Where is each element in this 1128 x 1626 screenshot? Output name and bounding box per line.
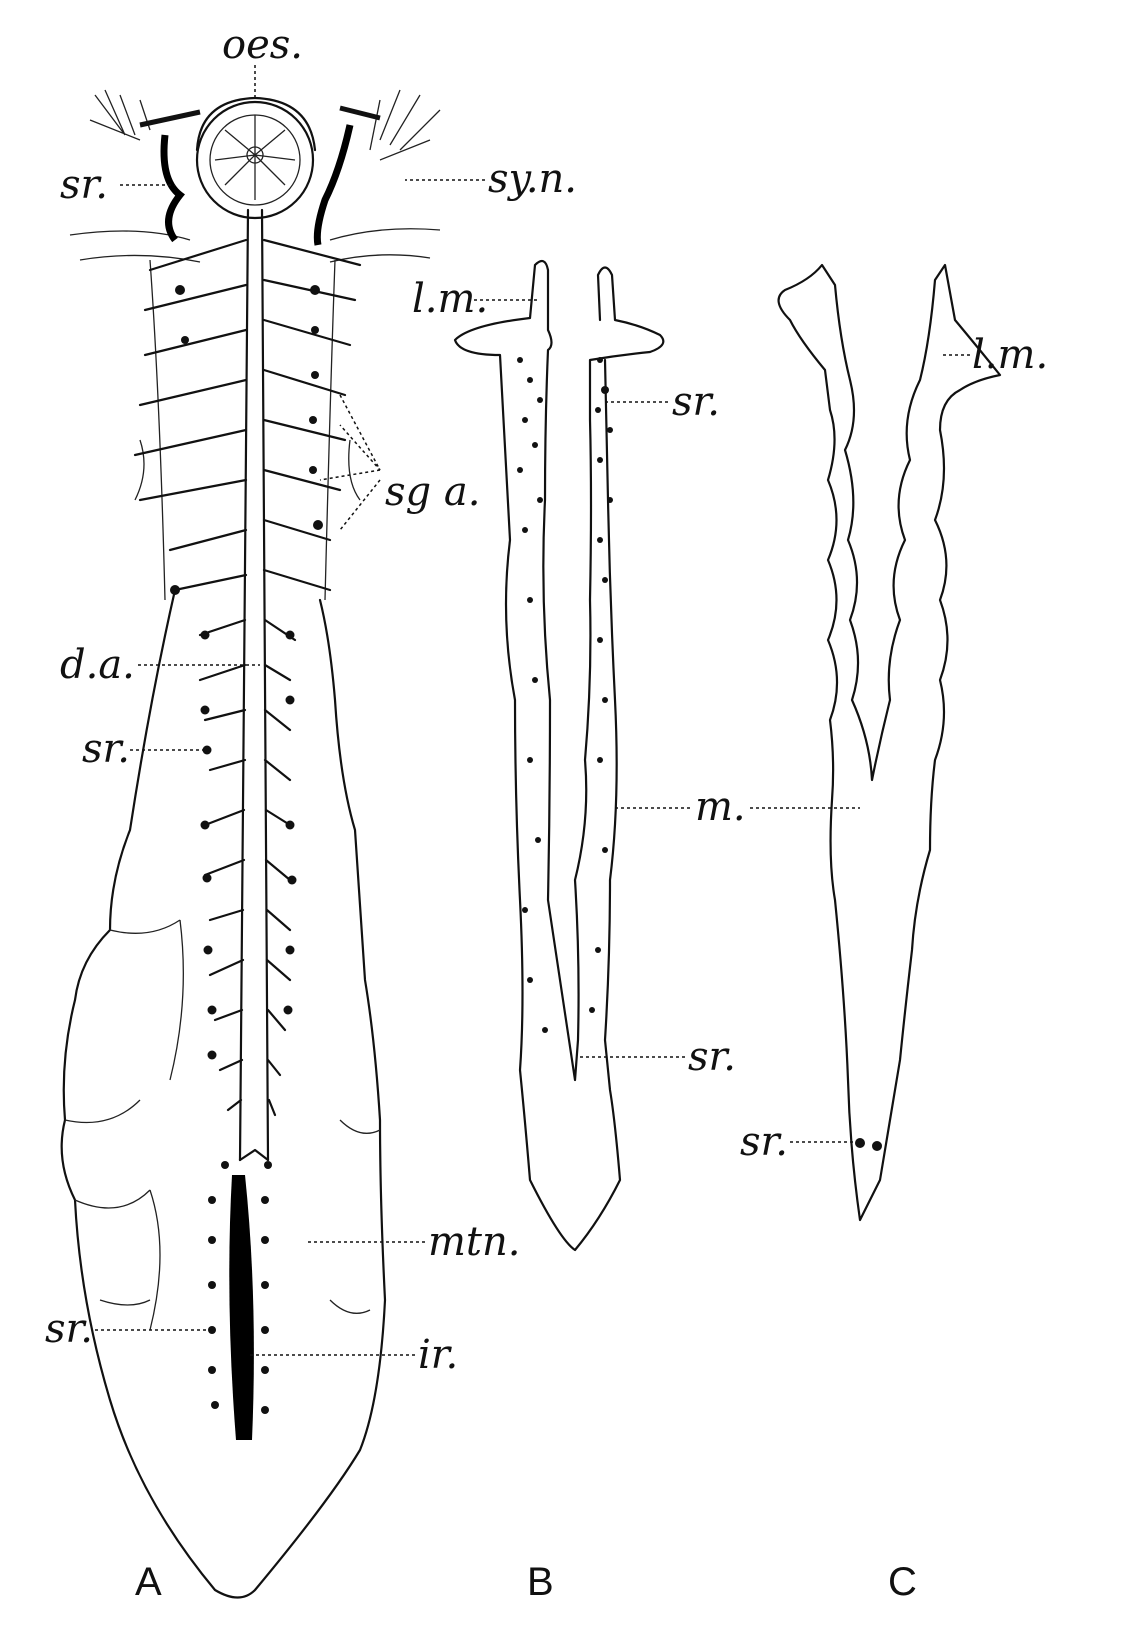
label-sr-b-top: sr. [672, 379, 720, 425]
sphincter-rings-a [170, 285, 323, 1060]
panel-caption-c: C [888, 1560, 917, 1604]
panel-b-drawing [453, 259, 665, 1252]
segmental-arteries [133, 238, 362, 1117]
label-sr-a-top: sr. [60, 162, 108, 208]
label-mtn: mtn. [428, 1219, 520, 1265]
sphincter-dots-a-lower [208, 1161, 272, 1414]
sphincter-dots-b [517, 357, 613, 1033]
ganglion-right [339, 105, 381, 121]
label-oes: oes. [222, 22, 303, 68]
leader-lines [95, 65, 970, 1356]
label-sga: sg a. [385, 469, 480, 515]
panel-c-drawing [777, 263, 1002, 1222]
panel-a-drawing [60, 89, 441, 1599]
panel-c-outline [777, 263, 1002, 1222]
label-sr-c: sr. [740, 1119, 788, 1165]
label-lm-b: l.m. [412, 276, 488, 322]
label-sr-a-mid: sr. [82, 726, 130, 772]
label-sr-b-bottom: sr. [688, 1034, 736, 1080]
panel-b-outline [453, 259, 665, 1252]
sphincter-right-top [313, 124, 354, 246]
dorsal-aorta-tip [238, 1148, 270, 1162]
panel-caption-a: A [135, 1560, 162, 1604]
label-ir: ir. [418, 1332, 458, 1378]
intestinal-region [229, 1175, 254, 1440]
oesophagus-folds [214, 115, 296, 200]
ganglion-left [139, 109, 201, 128]
label-syn: sy.n. [488, 156, 577, 202]
label-da: d.a. [60, 642, 135, 688]
oesophagus [195, 100, 315, 220]
mesenteron-outline [60, 588, 387, 1599]
label-m: m. [695, 784, 746, 830]
oesophagus-outer-arch [195, 96, 317, 152]
dorsal-aorta [238, 208, 270, 1162]
panel-caption-b: B [527, 1560, 554, 1604]
sphincter-dot-c-left [855, 1138, 865, 1148]
sphincter-left-top [160, 134, 185, 243]
mesenteron-folds [64, 919, 381, 1331]
label-sr-a-low: sr. [45, 1306, 93, 1352]
label-lm-c: l.m. [972, 332, 1048, 378]
sphincter-dot-c-right [872, 1141, 882, 1151]
